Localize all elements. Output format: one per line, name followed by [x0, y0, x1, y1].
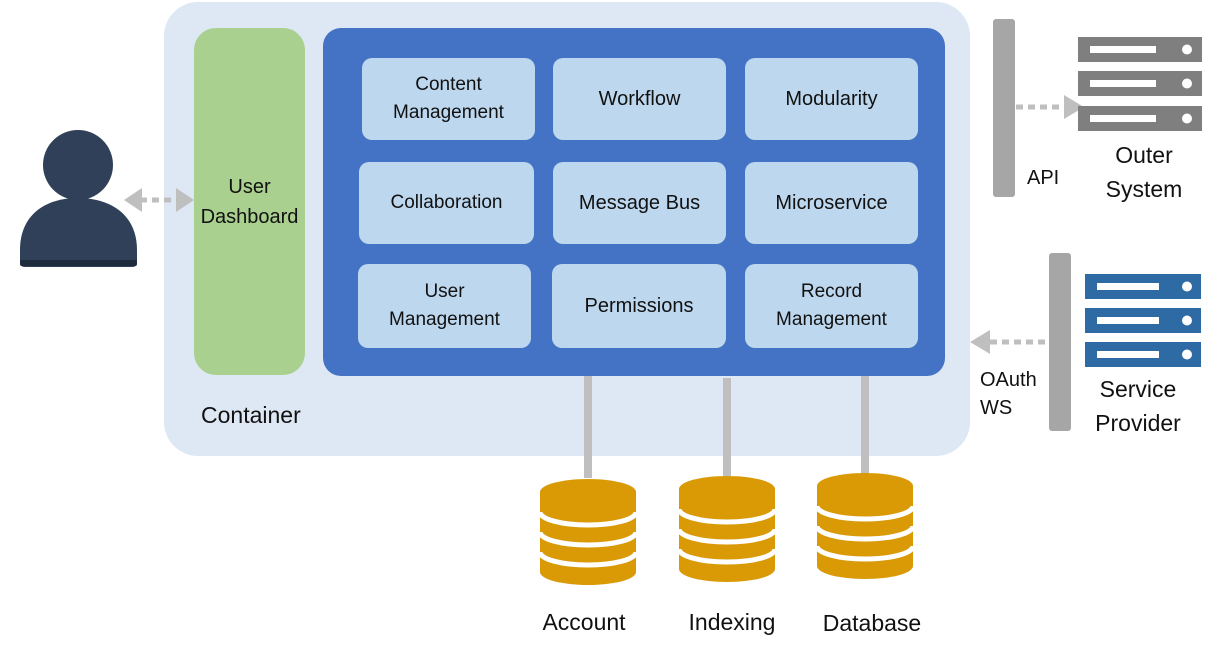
database-connectors [584, 376, 869, 478]
module-collaboration: Collaboration [359, 162, 534, 244]
oauth-arrow [970, 330, 1048, 354]
module-label: Collaboration [390, 192, 503, 213]
module-label: Workflow [598, 88, 681, 110]
database-label-database: Database [822, 610, 922, 636]
module-microservice: Microservice [745, 162, 918, 244]
user-icon [20, 130, 137, 267]
service-provider-server-icon [1085, 274, 1201, 367]
database-label-account: Account [542, 609, 626, 635]
outer-system-server-icon [1078, 37, 1202, 131]
container-label: Container [201, 402, 301, 428]
module-label: Message Bus [578, 192, 701, 214]
module-label: Microservice [775, 192, 888, 214]
module-label: User Management [389, 281, 500, 330]
api-arrow [1016, 95, 1084, 119]
oauth-gateway-bar [1049, 253, 1071, 431]
database-cylinder-icon [817, 473, 913, 579]
module-label: Modularity [785, 88, 878, 110]
database-label-indexing: Indexing [688, 609, 776, 635]
api-label: API [1027, 167, 1060, 189]
user-dashboard: User Dashboard [194, 28, 305, 375]
service-provider-label: Service Provider [1095, 376, 1181, 436]
database-cylinder-icon [540, 479, 636, 585]
module-label: Content Management [393, 74, 504, 123]
user-dashboard-label: User Dashboard [200, 175, 299, 228]
services-panel: Content Management Workflow Modularity C… [323, 28, 945, 376]
database-cylinder-icon [679, 476, 775, 582]
module-label: Permissions [584, 295, 694, 317]
module-user-management: User Management [358, 264, 531, 348]
outer-system-label: Outer System [1105, 142, 1183, 202]
module-content-management: Content Management [362, 58, 535, 140]
oauth-label: OAuth WS [980, 369, 1037, 419]
module-modularity: Modularity [745, 58, 918, 140]
module-message-bus: Message Bus [553, 162, 726, 244]
user-dashboard-arrow [124, 188, 194, 212]
module-record-management: Record Management [745, 264, 918, 348]
module-permissions: Permissions [552, 264, 726, 348]
module-workflow: Workflow [553, 58, 726, 140]
api-gateway-bar [993, 19, 1015, 197]
module-label: Record Management [776, 281, 887, 330]
